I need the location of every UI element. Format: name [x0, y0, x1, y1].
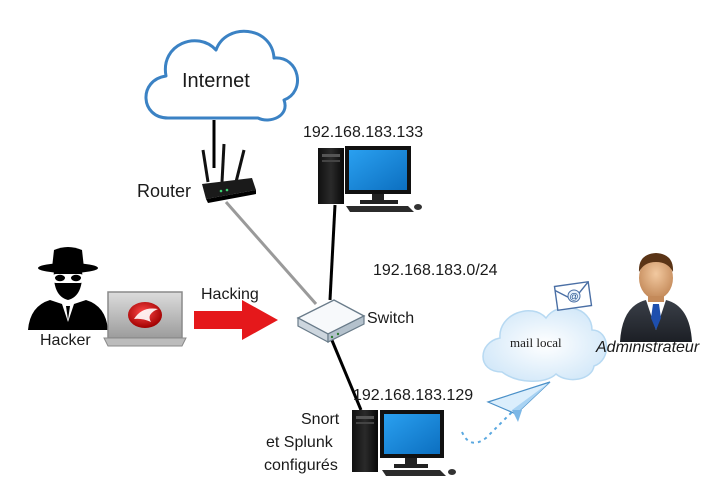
switch-label: Switch: [367, 310, 415, 327]
administrator-icon: [620, 253, 692, 342]
paper-plane-icon: [486, 381, 551, 422]
attack-arrow-icon: [194, 300, 278, 340]
pc-bottom-role-line-2: et Splunk: [266, 434, 333, 451]
switch-icon: [296, 299, 366, 343]
mail-cloud-icon: [482, 306, 608, 382]
laptop-icon: [103, 291, 187, 347]
mail-flight-path: [461, 411, 513, 444]
mail-cloud-label: mail local: [510, 335, 562, 350]
administrator-label: Administrateur: [596, 339, 700, 356]
internet-label: Internet: [182, 70, 250, 92]
attack-label: Hacking: [201, 286, 259, 303]
svg-text:@: @: [569, 292, 578, 302]
subnet-label: 192.168.183.0/24: [373, 262, 498, 279]
pc-top-switch-link: [328, 204, 337, 301]
pc-top-ip-label: 192.168.183.133: [303, 124, 424, 141]
pc-bottom-ip-label: 192.168.183.129: [353, 387, 474, 404]
hacker-label: Hacker: [40, 332, 91, 349]
pc-bottom-role-line-3: configurés: [264, 457, 338, 474]
pc-bottom-icon: [352, 410, 456, 476]
pc-top-icon: [318, 146, 422, 212]
switch-pc-bottom-link: [329, 337, 363, 411]
hacker-icon: [28, 247, 108, 330]
pc-bottom-role-line-1: Snort: [301, 411, 340, 428]
router-label: Router: [137, 181, 192, 201]
router-switch-link: [224, 201, 318, 305]
email-envelope-icon: @: [553, 280, 593, 312]
internet-cloud-icon: [144, 29, 299, 122]
router-icon: [201, 143, 256, 203]
